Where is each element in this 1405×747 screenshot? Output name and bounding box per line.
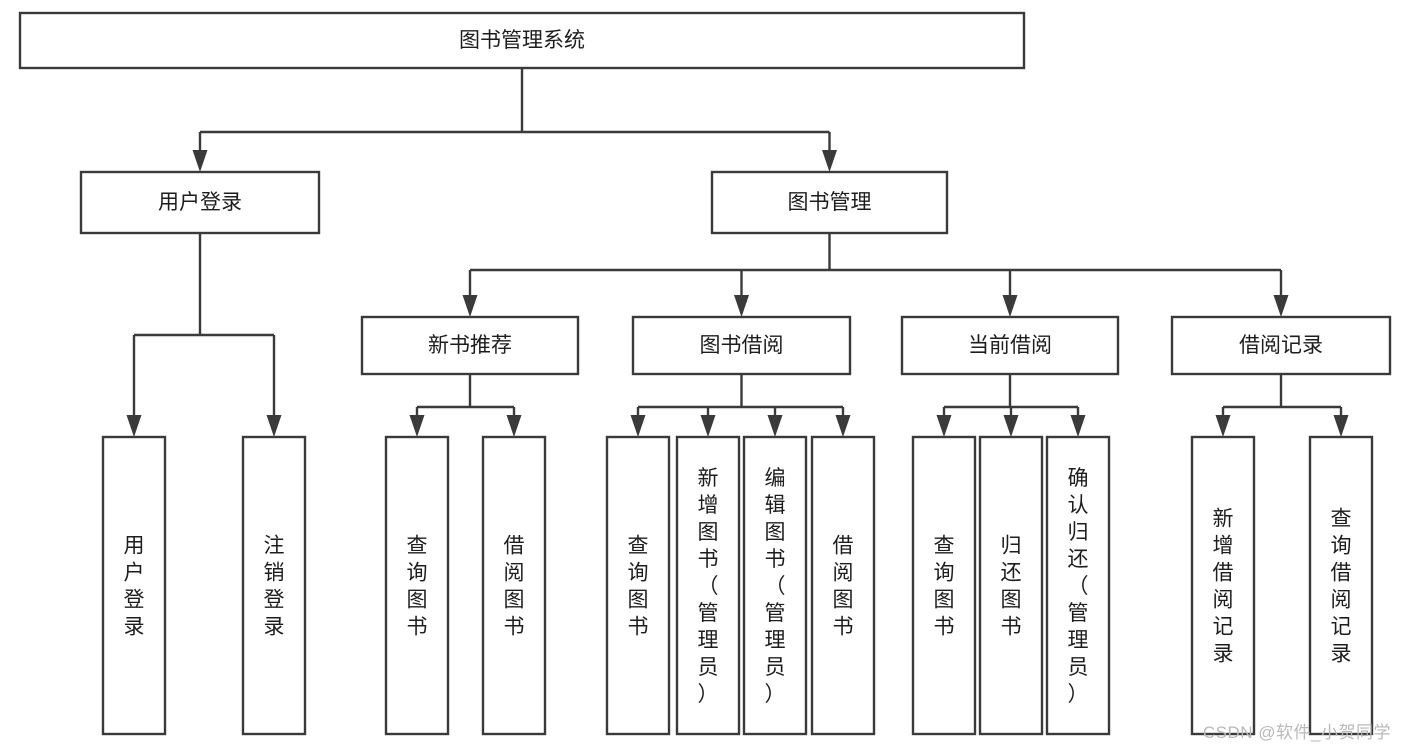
node-leaf-borrow-book-1[interactable]: 借阅图书 xyxy=(481,435,547,736)
node-layer: 图书管理系统用户登录图书管理新书推荐图书借阅当前借阅借阅记录用户登录注销登录查询… xyxy=(18,11,1392,736)
node-label-leaf-edit-book: 编辑图书（管理员） xyxy=(765,467,786,706)
node-label-book-manage: 图书管理 xyxy=(788,191,872,214)
node-label-leaf-borrow-book-1: 借阅图书 xyxy=(504,535,525,639)
node-label-leaf-logout: 注销登录 xyxy=(264,535,285,639)
connector-group-book-borrow xyxy=(630,374,851,437)
connector-group-borrow-record xyxy=(1215,374,1349,437)
node-box-leaf-query-book-1[interactable] xyxy=(384,435,450,736)
node-book-manage[interactable]: 图书管理 xyxy=(710,170,949,235)
node-book-borrow[interactable]: 图书借阅 xyxy=(631,315,852,376)
arrow-head-icon xyxy=(767,415,783,437)
arrow-head-icon xyxy=(126,415,142,437)
node-label-leaf-user-login: 用户登录 xyxy=(124,535,145,639)
node-box-leaf-query-book-2[interactable] xyxy=(605,435,671,736)
node-box-leaf-query-book-3[interactable] xyxy=(911,435,977,736)
arrow-head-icon xyxy=(1070,415,1086,437)
node-label-new-book-rec: 新书推荐 xyxy=(428,334,512,357)
arrow-head-icon xyxy=(630,415,646,437)
arrow-head-icon xyxy=(192,150,208,172)
arrow-head-icon xyxy=(1002,295,1018,317)
node-label-leaf-add-record: 新增借阅记录 xyxy=(1213,508,1234,666)
node-box-book-borrow[interactable] xyxy=(631,315,852,376)
node-root[interactable]: 图书管理系统 xyxy=(18,11,1026,70)
node-leaf-add-record[interactable]: 新增借阅记录 xyxy=(1190,435,1256,736)
node-box-new-book-rec[interactable] xyxy=(360,315,580,376)
node-box-borrow-record[interactable] xyxy=(1170,315,1392,376)
node-leaf-query-book-2[interactable]: 查询图书 xyxy=(605,435,671,736)
node-label-leaf-query-record: 查询借阅记录 xyxy=(1331,508,1352,666)
node-label-book-borrow: 图书借阅 xyxy=(700,334,784,357)
arrow-head-icon xyxy=(936,415,952,437)
node-leaf-logout[interactable]: 注销登录 xyxy=(241,435,307,736)
node-box-leaf-borrow-book-1[interactable] xyxy=(481,435,547,736)
node-label-leaf-borrow-book-2: 借阅图书 xyxy=(833,535,854,639)
arrow-head-icon xyxy=(409,415,425,437)
node-box-root[interactable] xyxy=(18,11,1026,70)
node-label-leaf-confirm-return: 确认归还（管理员） xyxy=(1068,467,1089,706)
node-leaf-user-login[interactable]: 用户登录 xyxy=(101,435,167,736)
node-label-leaf-add-book: 新增图书（管理员） xyxy=(698,467,719,706)
arrow-head-icon xyxy=(734,295,749,317)
node-label-leaf-query-book-1: 查询图书 xyxy=(407,535,428,639)
node-box-user-login[interactable] xyxy=(79,170,321,235)
node-box-current-borrow[interactable] xyxy=(900,315,1120,376)
node-label-leaf-return-book: 归还图书 xyxy=(1001,535,1022,639)
node-leaf-return-book[interactable]: 归还图书 xyxy=(978,435,1044,736)
node-box-leaf-add-book[interactable] xyxy=(675,435,741,736)
node-box-leaf-query-record[interactable] xyxy=(1308,435,1374,736)
connector-group-root xyxy=(192,68,837,172)
node-borrow-record[interactable]: 借阅记录 xyxy=(1170,315,1392,376)
node-box-leaf-user-login[interactable] xyxy=(101,435,167,736)
arrow-head-icon xyxy=(1003,415,1019,437)
node-label-root: 图书管理系统 xyxy=(459,29,585,52)
connector-group-book-manage xyxy=(462,233,1289,317)
arrow-head-icon xyxy=(700,415,716,437)
arrow-head-icon xyxy=(822,150,837,172)
node-box-leaf-add-record[interactable] xyxy=(1190,435,1256,736)
arrow-head-icon xyxy=(1215,415,1231,437)
node-label-user-login: 用户登录 xyxy=(158,191,242,214)
node-label-borrow-record: 借阅记录 xyxy=(1239,334,1323,357)
arrow-head-icon xyxy=(835,415,851,437)
connector-group-new-book-rec xyxy=(409,374,522,437)
node-leaf-borrow-book-2[interactable]: 借阅图书 xyxy=(810,435,876,736)
node-leaf-query-book-3[interactable]: 查询图书 xyxy=(911,435,977,736)
node-box-leaf-edit-book[interactable] xyxy=(742,435,808,736)
node-label-current-borrow: 当前借阅 xyxy=(968,334,1052,357)
node-leaf-query-book-1[interactable]: 查询图书 xyxy=(384,435,450,736)
node-label-leaf-query-book-2: 查询图书 xyxy=(628,535,649,639)
node-leaf-add-book[interactable]: 新增图书（管理员） xyxy=(675,435,741,736)
arrow-head-icon xyxy=(266,415,282,437)
arrow-head-icon xyxy=(1273,295,1289,317)
node-leaf-confirm-return[interactable]: 确认归还（管理员） xyxy=(1045,435,1111,736)
watermark-text: CSDN @软件_小贺同学 xyxy=(1202,723,1391,742)
node-box-leaf-confirm-return[interactable] xyxy=(1045,435,1111,736)
node-box-leaf-borrow-book-2[interactable] xyxy=(810,435,876,736)
node-box-leaf-logout[interactable] xyxy=(241,435,307,736)
node-current-borrow[interactable]: 当前借阅 xyxy=(900,315,1120,376)
node-label-leaf-query-book-3: 查询图书 xyxy=(934,535,955,639)
arrow-head-icon xyxy=(462,295,478,317)
node-leaf-query-record[interactable]: 查询借阅记录 xyxy=(1308,435,1374,736)
node-leaf-edit-book[interactable]: 编辑图书（管理员） xyxy=(742,435,808,736)
node-box-book-manage[interactable] xyxy=(710,170,949,235)
node-box-leaf-return-book[interactable] xyxy=(978,435,1044,736)
connector-layer xyxy=(126,68,1349,437)
arrow-head-icon xyxy=(1333,415,1349,437)
connector-group-current-borrow xyxy=(936,374,1086,437)
node-new-book-rec[interactable]: 新书推荐 xyxy=(360,315,580,376)
connector-group-user-login xyxy=(126,233,282,437)
node-user-login[interactable]: 用户登录 xyxy=(79,170,321,235)
arrow-head-icon xyxy=(506,415,522,437)
